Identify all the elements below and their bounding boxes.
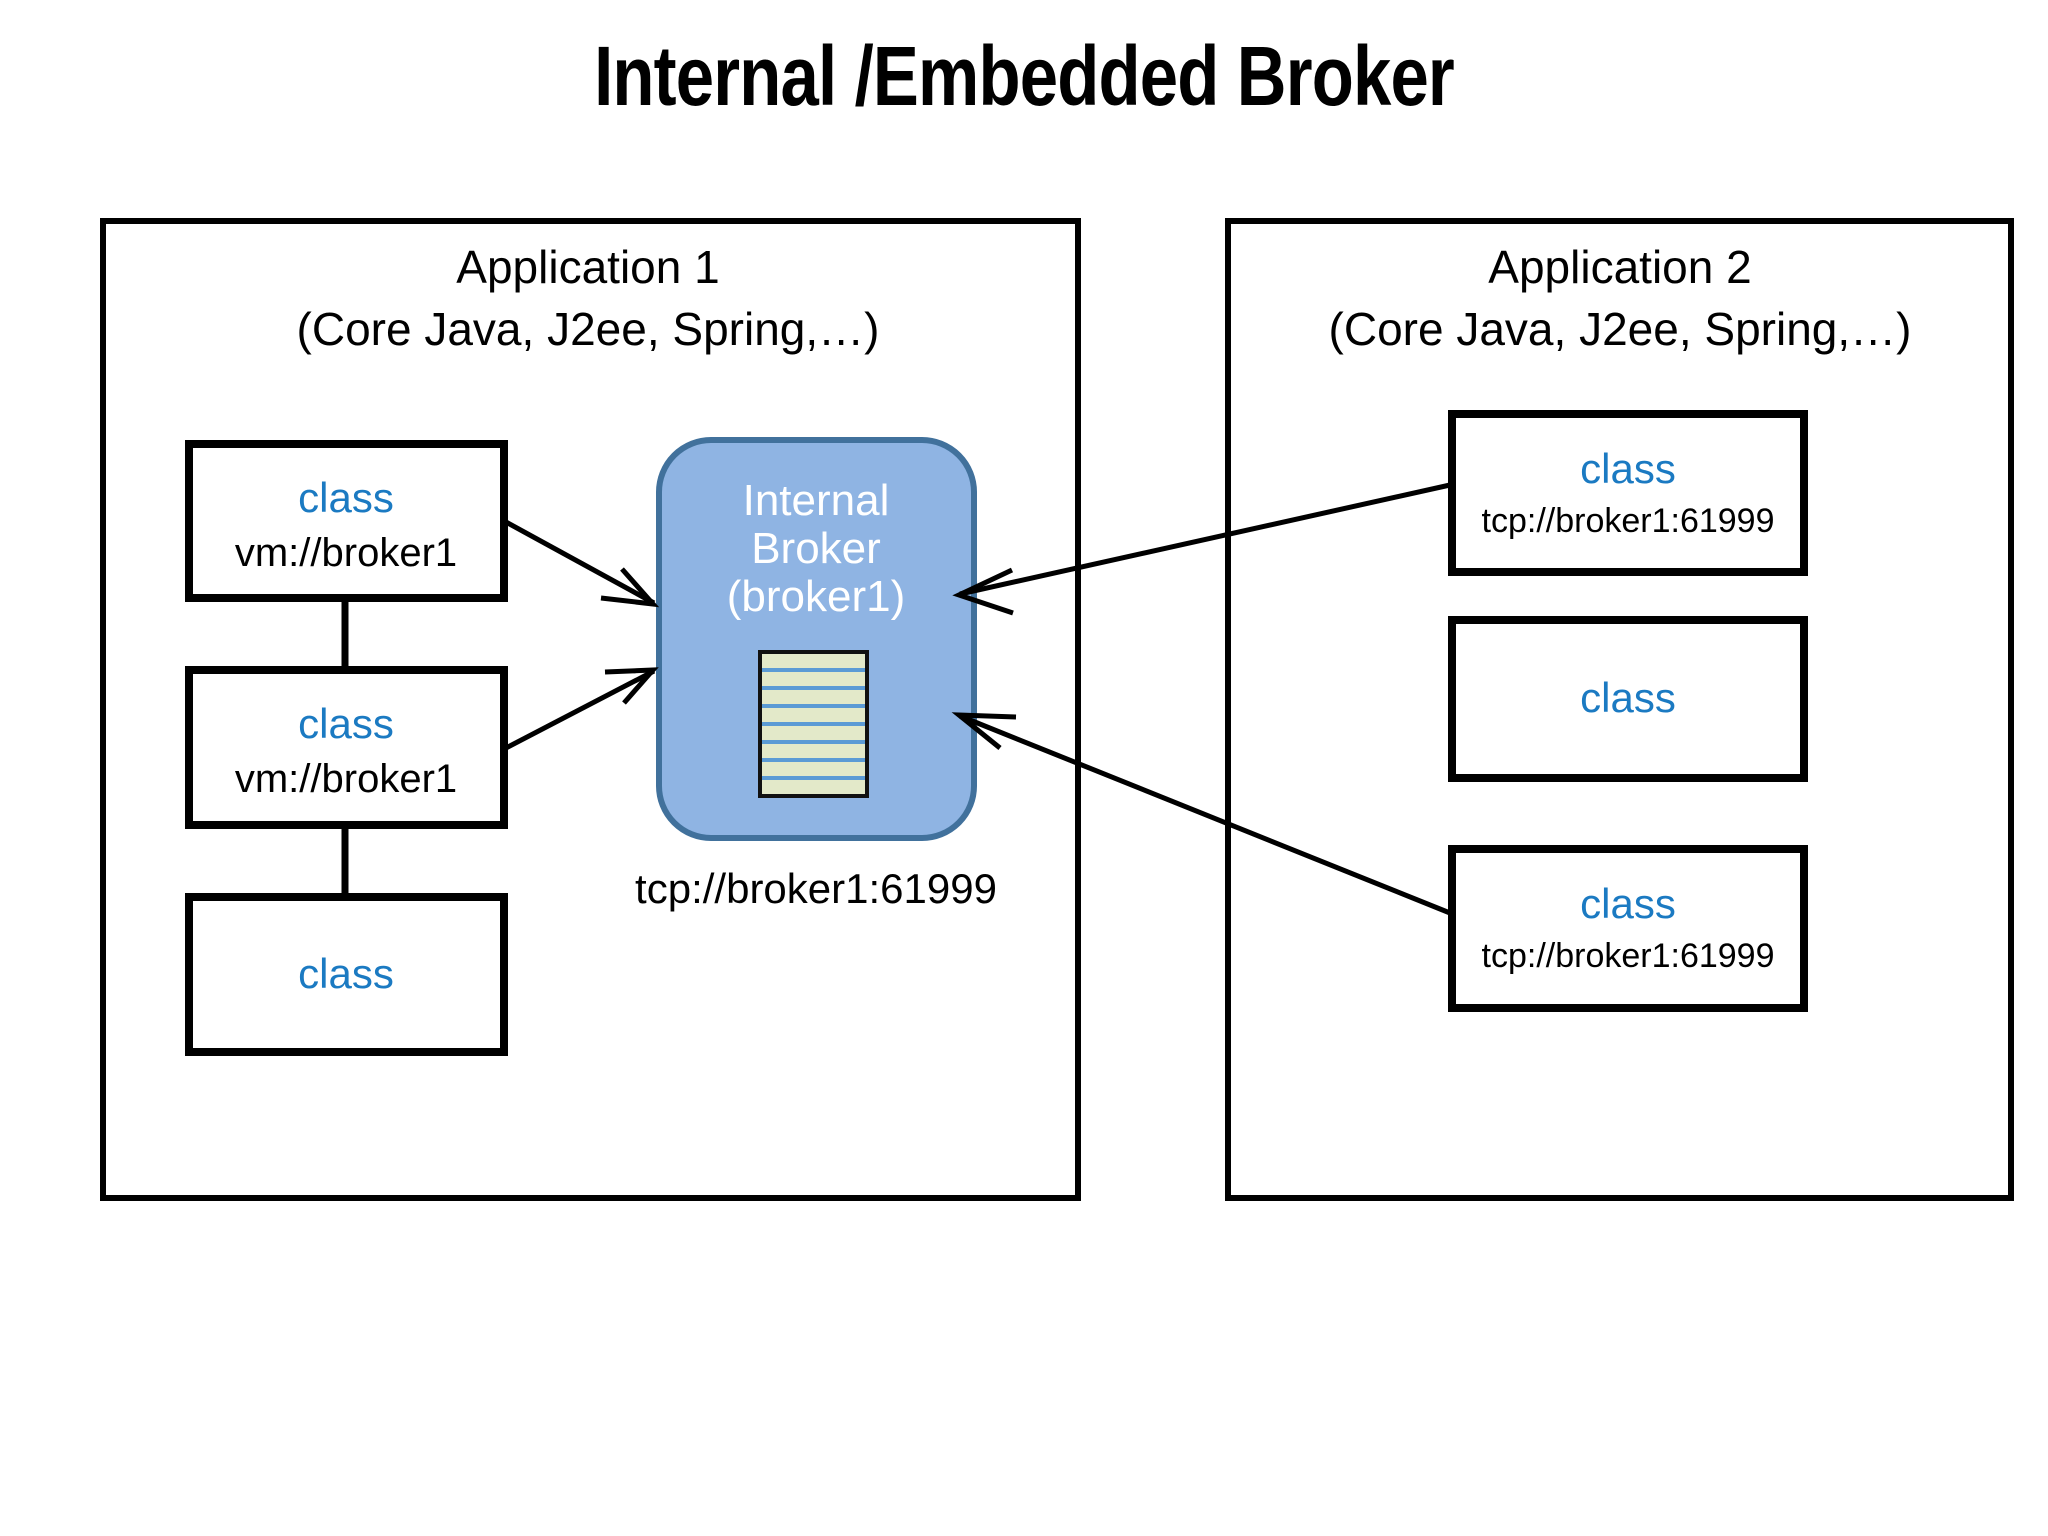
app1-class-box-1-label: class [298,474,394,521]
arrowhead [951,712,1017,750]
app2-class-box-3-rect[interactable] [1448,845,1808,1012]
app2-class-box-2-rect[interactable] [1448,616,1808,782]
application-2-title: Application 2 [1488,241,1751,293]
app1-class-box-1[interactable]: class vm://broker1 [185,440,508,602]
app1-class-box-3-label: class [298,950,394,997]
broker-endpoint-label: tcp://broker1:61999 [635,865,997,912]
app2-class-box-2-label: class [1580,674,1676,721]
application-1-subtitle: (Core Java, J2ee, Spring,…) [297,303,880,355]
app2-class-box-1[interactable]: class tcp://broker1:61999 [1448,410,1808,576]
broker-label-line1: Internal [743,476,890,525]
arrow-app1-box2-to-broker [504,667,659,751]
application-2-subtitle: (Core Java, J2ee, Spring,…) [1329,303,1912,355]
app1-class-box-2-label: class [298,700,394,747]
internal-broker-node[interactable]: Internal Broker (broker1) [656,437,977,841]
arrow-app2-box1-to-broker [952,482,1451,616]
queue-stack-icon [758,650,869,798]
app2-class-box-2[interactable]: class [1448,616,1808,782]
internal-broker-rect[interactable] [656,437,977,841]
app2-class-box-3-label: class [1580,880,1676,927]
arrow-app2-box3-to-broker [951,712,1451,916]
app1-class-box-3-rect[interactable] [185,893,508,1056]
app1-class-box-3[interactable]: class [185,893,508,1056]
app1-class-box-1-rect[interactable] [185,440,508,602]
app2-class-box-1-rect[interactable] [1448,410,1808,576]
app1-class-box-2-rect[interactable] [185,666,508,829]
arrowhead [604,667,659,705]
app1-class-box-1-url: vm://broker1 [235,531,457,575]
arrowhead [952,567,1014,616]
page-title: Internal /Embedded Broker [594,29,1455,123]
broker-label-line2: Broker [751,524,881,573]
app2-class-box-3-url: tcp://broker1:61999 [1482,937,1775,975]
app2-class-box-1-url: tcp://broker1:61999 [1482,502,1775,540]
arrowhead [600,567,660,608]
application-1-title: Application 1 [456,241,719,293]
arrow-app1-box1-to-broker [504,519,660,608]
app2-class-box-3[interactable]: class tcp://broker1:61999 [1448,845,1808,1012]
app1-class-box-2[interactable]: class vm://broker1 [185,666,508,829]
app2-class-box-1-label: class [1580,445,1676,492]
app1-class-box-2-url: vm://broker1 [235,757,457,801]
broker-label-line3: (broker1) [727,572,906,621]
